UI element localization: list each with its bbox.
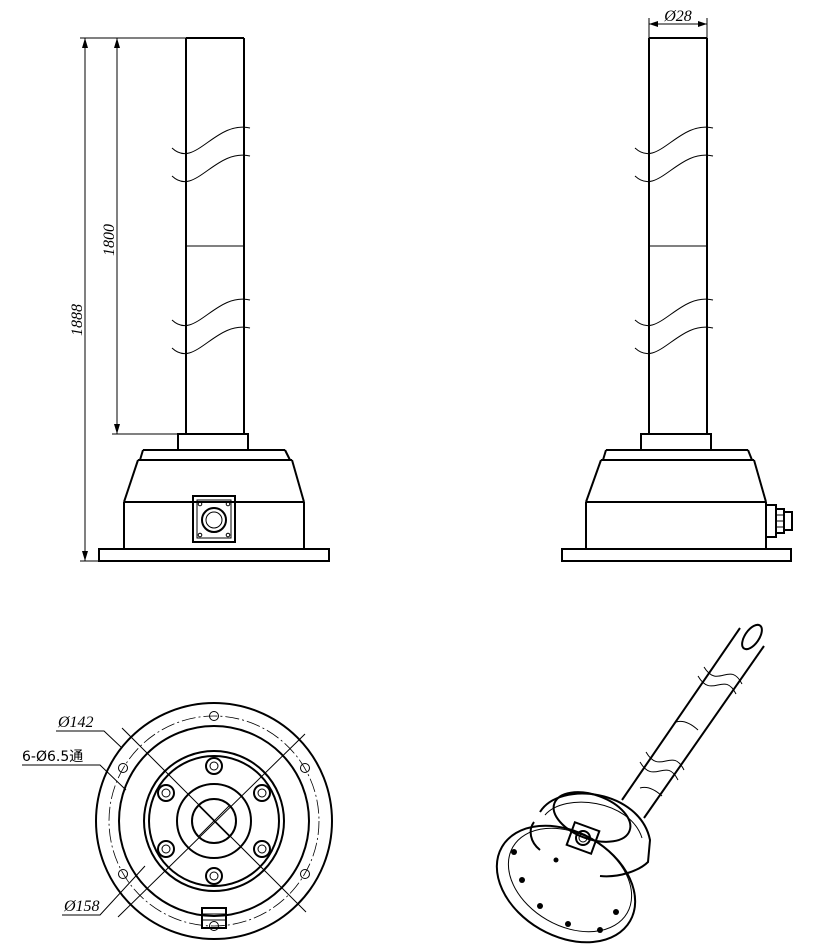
side-connector bbox=[765, 504, 793, 538]
inner-bolts bbox=[157, 757, 271, 885]
pole-height-label: 1800 bbox=[101, 224, 118, 256]
bolt-circle-label: Ø142 bbox=[57, 714, 94, 731]
front-view: 1888 1800 bbox=[69, 37, 330, 562]
side-view: Ø28 bbox=[561, 8, 793, 562]
front-connector bbox=[192, 495, 236, 543]
iso-flange-holes bbox=[511, 849, 619, 933]
front-dimensions: 1888 1800 bbox=[69, 37, 186, 562]
holes-label: 6-Ø6.5通 bbox=[22, 749, 83, 765]
isometric-view bbox=[495, 623, 765, 944]
front-base bbox=[98, 433, 330, 562]
front-pole bbox=[171, 37, 251, 434]
base-diameter-label: Ø158 bbox=[63, 898, 100, 915]
side-dimensions: Ø28 bbox=[648, 8, 708, 38]
iso-base bbox=[495, 791, 652, 944]
side-pole bbox=[634, 37, 714, 434]
top-view: Ø142 6-Ø6.5通 Ø158 bbox=[22, 702, 333, 940]
pole-diameter-label: Ø28 bbox=[663, 8, 692, 25]
overall-height-label: 1888 bbox=[69, 304, 86, 336]
iso-pole bbox=[621, 623, 765, 819]
mounting-holes bbox=[118, 711, 310, 931]
side-base bbox=[561, 433, 792, 562]
top-view-leaders: Ø142 6-Ø6.5通 Ø158 bbox=[22, 714, 146, 916]
